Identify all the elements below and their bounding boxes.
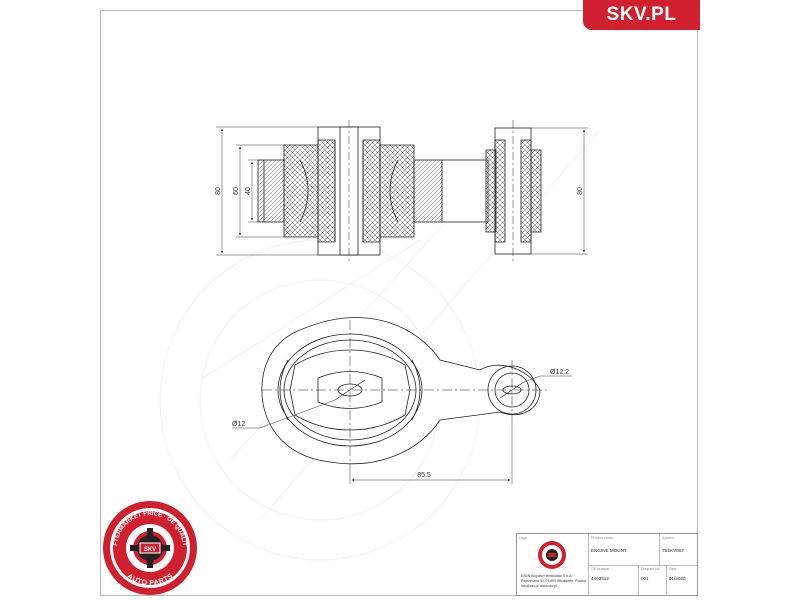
dim-height-inner-left: 40 xyxy=(245,187,252,195)
tb-company-name: ESEN Wojciech Wnikowski S.K.A. xyxy=(521,574,573,578)
tb-company-address: Poprzeczna 40, 07-600 Włocławek, Poland xyxy=(521,579,586,583)
dim-height-outer-left: 80 xyxy=(215,187,222,195)
tb-symbol-cell: Symbol 75SKV067 xyxy=(659,534,699,565)
tb-oe-header: OE Number xyxy=(591,567,610,571)
quality-seal: SKV AFTERMARKET PRICE · OE QUALITY AUTO … xyxy=(103,501,197,595)
tb-symbol: 75SKV067 xyxy=(662,548,684,553)
seal-mini-icon xyxy=(538,541,566,569)
section-view xyxy=(257,120,542,262)
tb-logo-header: Logo xyxy=(519,536,527,540)
dim-center-distance: 85.5 xyxy=(417,472,431,479)
tb-product-header: Product name xyxy=(591,536,613,540)
dimension-lines-left xyxy=(216,126,318,256)
tb-date: 01/2020 xyxy=(669,576,686,581)
tb-diagram-header: Diagram No xyxy=(641,567,660,571)
drawing-frame xyxy=(100,10,698,596)
tb-oe-cell: OE Number 4403512 xyxy=(588,565,638,596)
dim-height-right: 80 xyxy=(577,187,584,195)
dim-hole-small: Ø12.2 xyxy=(550,369,569,376)
dim-hole-center: Ø12 xyxy=(232,421,245,428)
title-block: Logo ESEN Wojciech Wnikowski S.K.A. Popr… xyxy=(516,533,698,596)
tb-date-cell: Date 01/2020 xyxy=(666,565,699,596)
brand-logo[interactable]: SKV.PL xyxy=(583,0,700,30)
tb-diagram-cell: Diagram No 001 xyxy=(638,565,666,596)
dim-height-mid-left: 60 xyxy=(233,187,240,195)
tb-product-name: ENGINE MOUNT xyxy=(591,548,627,553)
tb-date-header: Date xyxy=(669,567,677,571)
tb-product-cell: Product name ENGINE MOUNT xyxy=(588,534,659,565)
tb-oe-number: 4403512 xyxy=(591,576,609,581)
leader-lines xyxy=(232,375,572,484)
seal-center-text: SKV xyxy=(144,547,156,553)
tb-company-contact: info@skv.pl, www.skv.pl xyxy=(521,584,557,588)
dimension-lines-right xyxy=(531,127,588,255)
plan-view xyxy=(261,317,548,470)
tb-company-logo xyxy=(537,540,567,570)
tb-symbol-header: Symbol xyxy=(662,536,674,540)
tb-diagram-no: 001 xyxy=(641,576,649,581)
